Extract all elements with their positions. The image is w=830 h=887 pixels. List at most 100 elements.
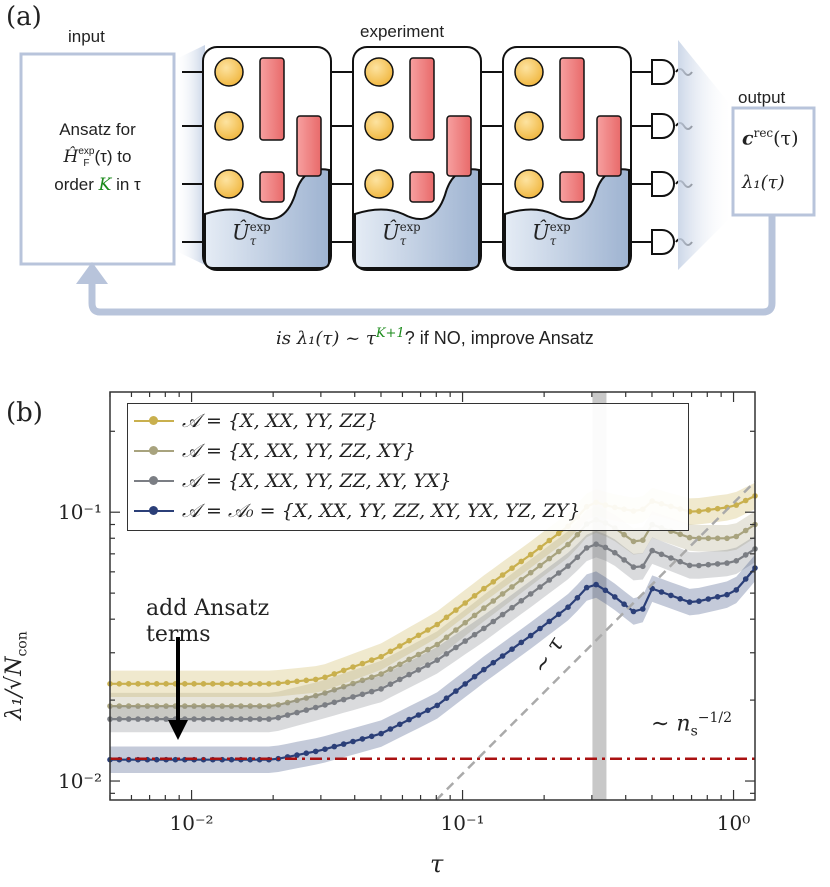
data-point <box>733 502 740 508</box>
data-point <box>658 589 665 595</box>
panel-a-schematic: (a) input experiment output <box>0 0 830 370</box>
data-point <box>471 673 478 680</box>
data-point <box>453 607 459 613</box>
data-point <box>135 681 141 687</box>
feedback-question: is λ₁(τ) ~ τK+1? if NO, improve Ansatz <box>276 326 594 349</box>
hamiltonian-symbol: Ĥ <box>63 147 79 167</box>
data-point <box>705 535 712 542</box>
data-point <box>425 627 431 633</box>
data-point <box>415 632 422 639</box>
data-point <box>453 688 459 694</box>
legend-marker-3 <box>134 476 174 485</box>
add-ansatz-line-2: terms <box>146 622 211 647</box>
data-point <box>677 558 683 565</box>
data-point <box>368 733 375 740</box>
tau-reference-line <box>435 480 756 801</box>
data-point <box>284 679 291 686</box>
data-point <box>434 641 441 648</box>
data-point <box>247 703 253 709</box>
data-point <box>565 563 571 569</box>
add-ansatz-annotation: add Ansatz terms <box>146 596 269 648</box>
data-point <box>322 702 328 708</box>
hamiltonian-sup: exp <box>78 145 95 157</box>
data-point <box>696 598 702 604</box>
data-point <box>210 681 216 687</box>
data-point <box>527 632 534 639</box>
data-point <box>219 681 225 687</box>
data-point <box>200 716 207 722</box>
legend-label-2: 𝒜 = {X, XX, YY, ZZ, XY} <box>182 440 416 462</box>
data-point <box>630 608 637 615</box>
two-qubit-gate-b-1 <box>296 115 322 177</box>
data-point <box>378 730 384 737</box>
data-point <box>686 534 693 541</box>
data-point <box>490 598 497 604</box>
data-point <box>294 709 300 716</box>
data-point <box>256 703 263 709</box>
data-point <box>116 703 123 709</box>
hamiltonian-sub: F <box>83 157 90 169</box>
data-point <box>555 611 562 618</box>
data-point <box>125 681 132 687</box>
data-point <box>546 537 553 544</box>
single-qubit-gate-2-3 <box>364 169 394 199</box>
data-point <box>518 598 525 604</box>
data-point <box>546 555 553 562</box>
legend-entry-4: 𝒜 = 𝒜₀ = {X, XX, YY, ZZ, XY, YX, YZ, ZY} <box>134 498 580 524</box>
data-point <box>228 681 235 687</box>
data-point <box>518 558 525 565</box>
data-point <box>312 692 319 699</box>
two-qubit-gate-b-3 <box>596 115 622 177</box>
legend-label-3: 𝒜 = {X, XX, YY, ZZ, XY, YX} <box>182 470 452 492</box>
legend-entry-2: 𝒜 = {X, XX, YY, ZZ, XY} <box>134 438 416 464</box>
order-text: order <box>54 175 99 194</box>
y-tick-label: 10⁻¹ <box>58 500 102 524</box>
data-point <box>406 656 412 663</box>
data-point <box>677 596 683 602</box>
data-point <box>368 657 375 663</box>
data-point <box>471 612 478 619</box>
data-point <box>200 681 207 687</box>
data-point <box>546 577 553 583</box>
two-qubit-gate-a-3 <box>559 57 585 141</box>
data-point <box>125 716 132 722</box>
data-point <box>350 680 356 687</box>
data-point <box>294 752 300 758</box>
data-point <box>331 743 338 750</box>
data-point <box>443 614 450 621</box>
output-title: output <box>738 88 786 107</box>
data-point <box>331 671 338 677</box>
data-point <box>649 547 655 554</box>
input-line-2-rest: (τ) to <box>94 147 132 166</box>
data-point <box>294 697 300 704</box>
data-point <box>182 681 188 687</box>
data-point <box>481 605 487 611</box>
data-point <box>266 681 272 687</box>
data-point <box>443 634 450 641</box>
two-qubit-gate-a-2 <box>409 57 435 141</box>
series-band-1 <box>110 482 755 697</box>
data-point <box>593 541 599 547</box>
data-point <box>733 558 740 564</box>
data-point <box>714 535 721 542</box>
data-point <box>247 681 253 687</box>
data-point <box>238 703 244 709</box>
data-point <box>116 716 123 722</box>
data-point <box>153 681 160 687</box>
data-point <box>238 716 244 722</box>
two-qubit-gate-c-3 <box>559 171 585 203</box>
data-point <box>387 681 394 687</box>
data-point <box>490 618 497 625</box>
data-point <box>481 625 487 632</box>
data-point <box>434 657 441 663</box>
single-qubit-gate-1-2 <box>214 111 244 141</box>
data-point <box>471 593 478 599</box>
series-band-2 <box>110 506 755 720</box>
data-point <box>621 531 627 538</box>
data-point <box>153 756 160 763</box>
experiment-title: experiment <box>360 22 445 41</box>
